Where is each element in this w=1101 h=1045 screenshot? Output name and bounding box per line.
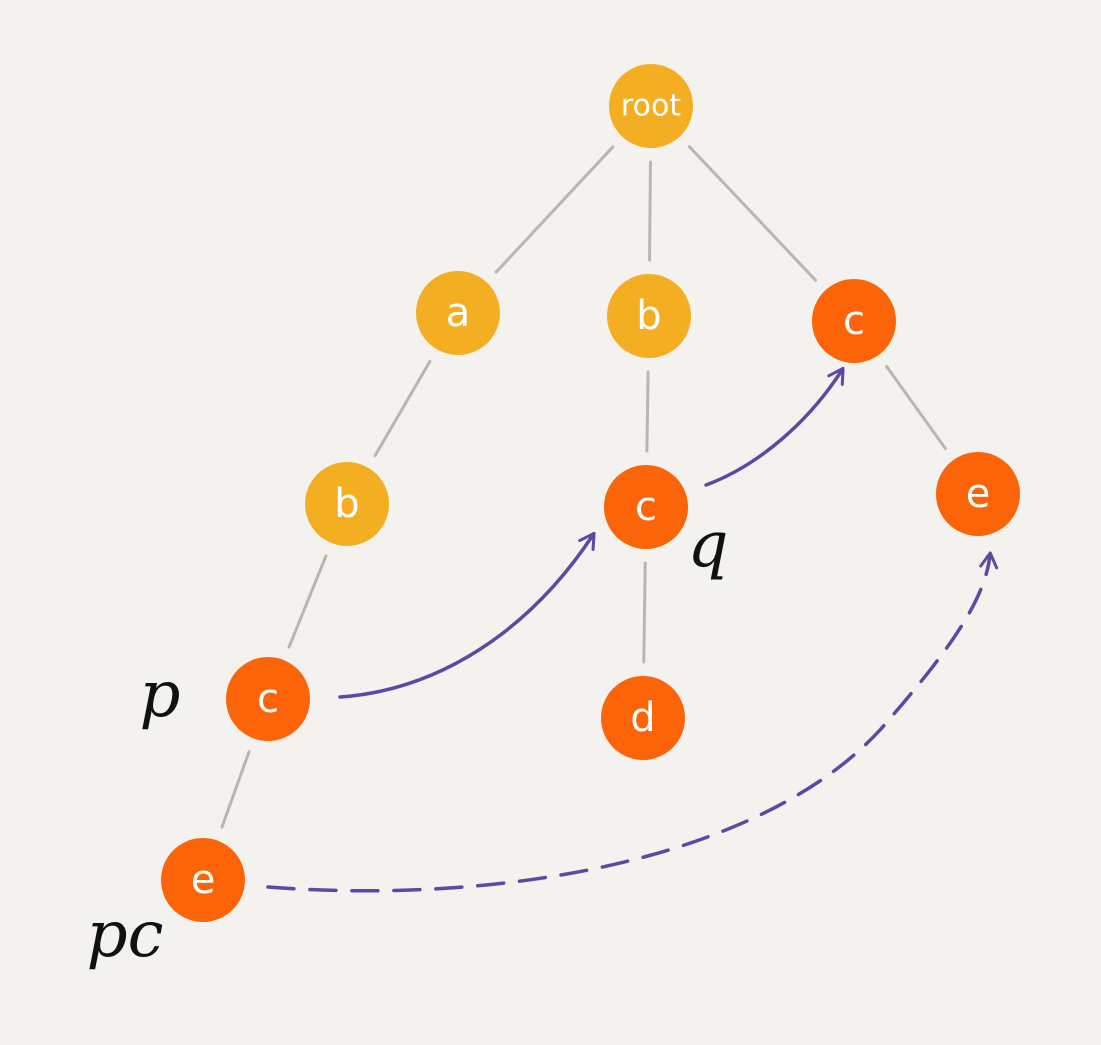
node-label: c [635,484,657,530]
node-label: b [334,481,359,527]
node-a: a [416,271,500,355]
node-circle [416,271,500,355]
node-c3: c [812,279,896,363]
node-d: d [601,676,685,760]
node-label: b [636,293,661,339]
node-label: e [966,471,991,517]
node-circle [936,452,1020,536]
edge-b1-c1 [287,554,328,649]
link-arrow-c-to-c-right [704,366,845,487]
node-root: root [609,64,693,148]
node-circle [604,465,688,549]
node-circle [305,462,389,546]
annotation-pc: pc [87,898,164,972]
node-c1: c [226,657,310,741]
node-e2: e [936,452,1020,536]
node-label: e [191,857,216,903]
node-circle [812,279,896,363]
node-circle [226,657,310,741]
node-circle [609,64,693,148]
node-b1: b [305,462,389,546]
node-circle [607,274,691,358]
node-c2: c [604,465,688,549]
node-circle [161,838,245,922]
link-arrow-e-to-e-dashed [266,551,999,893]
edge-c3-e2 [885,365,947,450]
tree-edges [220,145,947,829]
annotation-q: q [688,508,729,582]
link-arrow-c-to-c [338,531,596,699]
annotation-p: p [140,658,181,732]
node-label: root [621,89,681,124]
edge-a-b1 [373,359,432,458]
edge-root-b2 [648,160,652,262]
failure-links [266,366,999,893]
node-label: c [257,676,279,722]
edge-root-a [494,145,615,274]
node-circle [601,676,685,760]
tree-nodes: root a b c b c e c d e [161,64,1020,922]
edge-c1-e1 [220,750,251,829]
edge-c2-d [642,561,647,664]
annotations: p q pc [87,508,729,972]
node-e1: e [161,838,245,922]
edge-root-c3 [687,145,818,282]
edge-b2-c2 [645,370,650,453]
node-label: d [630,695,655,741]
node-label: c [843,298,865,344]
node-label: a [446,290,471,336]
node-b2: b [607,274,691,358]
